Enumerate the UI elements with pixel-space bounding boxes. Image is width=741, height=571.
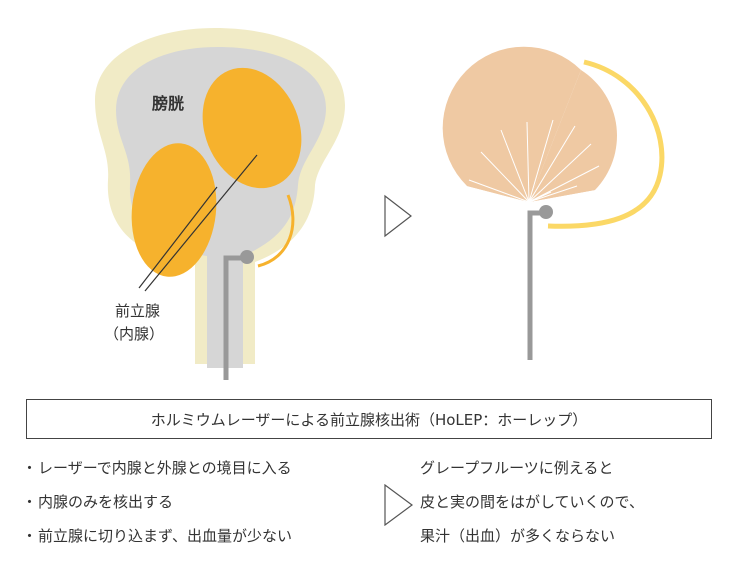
analogy-line: グレープフルーツに例えると (420, 459, 614, 477)
fruit-peel (547, 59, 665, 229)
bullet-marker: ・ (22, 493, 38, 511)
right-triangle-arrow-icon (384, 194, 412, 238)
prostate-illustration: 膀胱 前立腺 （内腺） (95, 28, 345, 380)
laser-scope-icon (527, 205, 553, 360)
prostate-label-line2: （内腺） (104, 325, 164, 343)
fruit-wedge (442, 46, 617, 203)
bullet-marker: ・ (22, 459, 38, 477)
feature-list: ・レーザーで内腺と外腺との境目に入る ・内腺のみを核出する ・前立腺に切り込まず… (22, 458, 292, 560)
prostate-lobe-upper (202, 67, 302, 189)
pointer-line-1 (138, 186, 218, 289)
list-item: ・レーザーで内腺と外腺との境目に入る (22, 458, 292, 492)
analogy-line: 皮と実の間をはがしていくので、 (420, 493, 644, 511)
list-item-text: レーザーで内腺と外腺との境目に入る (38, 459, 292, 477)
prostate-lobe-left (131, 143, 217, 277)
grapefruit-analogy: グレープフルーツに例えると 皮と実の間をはがしていくので、 果汁（出血）が多くな… (420, 458, 644, 560)
list-item: ・内腺のみを核出する (22, 492, 292, 526)
analogy-line: 果汁（出血）が多くならない (420, 527, 616, 545)
right-triangle-arrow-icon (384, 484, 414, 526)
prostate-label-line1: 前立腺 (115, 302, 160, 320)
capsule-crescent (257, 194, 295, 268)
procedure-title: ホルミウムレーザーによる前立腺核出術（HoLEP：ホーレップ） (26, 399, 712, 439)
list-item: ・前立腺に切り込まず、出血量が少ない (22, 526, 292, 560)
laser-scope-icon (223, 250, 254, 380)
diagram-canvas: 膀胱 前立腺 （内腺） (95, 28, 665, 380)
grapefruit-icon (442, 46, 665, 360)
bullet-marker: ・ (22, 527, 38, 545)
list-item-text: 内腺のみを核出する (38, 493, 174, 511)
pointer-line-2 (144, 154, 258, 292)
bladder-label: 膀胱 (152, 94, 184, 113)
list-item-text: 前立腺に切り込まず、出血量が少ない (38, 527, 292, 545)
